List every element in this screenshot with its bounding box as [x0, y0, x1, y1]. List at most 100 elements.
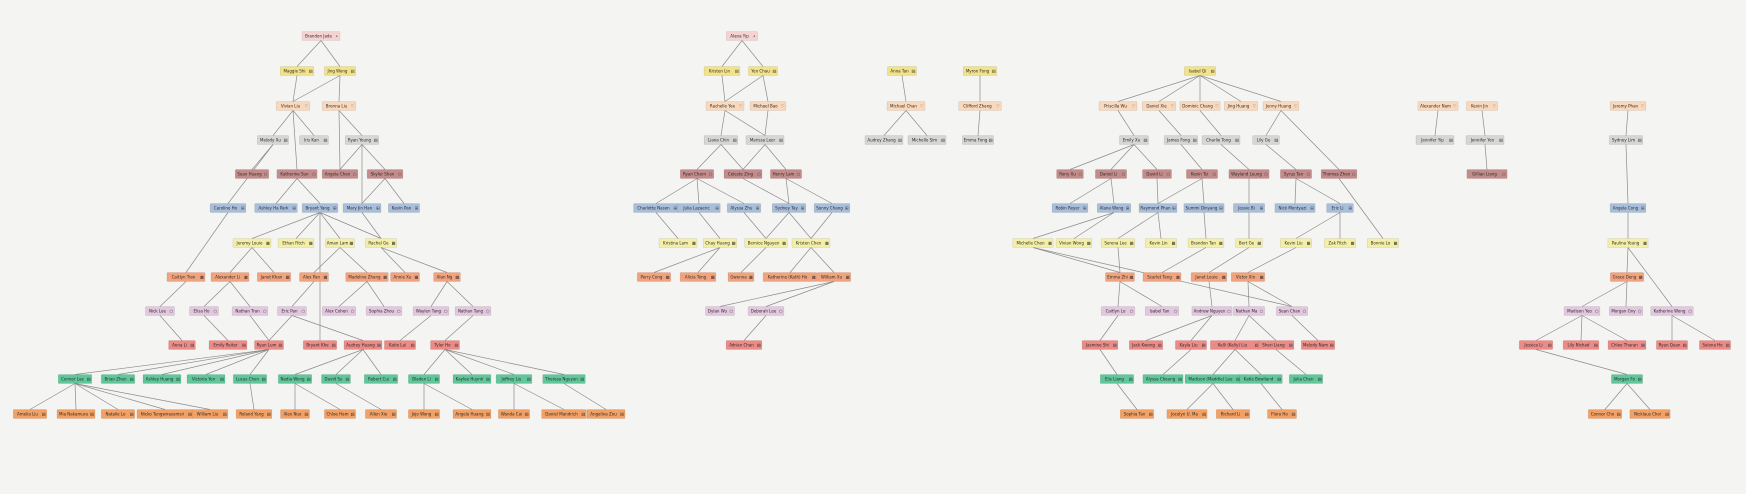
person-node[interactable]: Tyler Ho▤	[430, 340, 460, 350]
person-node[interactable]: Myron Fong▤	[962, 66, 998, 76]
person-node[interactable]: Audrey Zhang▤	[864, 135, 904, 145]
person-node[interactable]: Nathan Tang○	[454, 306, 492, 316]
person-node[interactable]: Jenny Huang♡	[1262, 101, 1300, 111]
person-node[interactable]: Adrian Chan▤	[725, 340, 763, 350]
person-node[interactable]: Michelle Chen▦	[1012, 238, 1054, 248]
person-node[interactable]: Chloe Ham▤	[324, 409, 356, 419]
person-node[interactable]: Kristina Lam▦	[658, 238, 698, 248]
person-node[interactable]: Alan Ng▦	[433, 272, 461, 282]
person-node[interactable]: Amelia Liu▤	[12, 409, 48, 419]
person-node[interactable]: Gwenna▦	[727, 272, 755, 282]
person-node[interactable]: Deborah Lee○	[747, 306, 785, 316]
person-node[interactable]: Perry Cong▦	[636, 272, 672, 282]
person-node[interactable]: Eric Li⊞	[1326, 203, 1354, 213]
person-node[interactable]: Michael Bao♡	[749, 101, 787, 111]
person-node[interactable]: Katherine Sun○	[276, 169, 318, 179]
person-node[interactable]: Angela Huang▤	[452, 409, 492, 419]
person-node[interactable]: Skyler Shan○	[366, 169, 404, 179]
person-node[interactable]: Charlotte Nason⊞	[633, 203, 679, 213]
person-node[interactable]: Kevin Tsi○	[1186, 169, 1218, 179]
person-node[interactable]: Morgan Gny○	[1608, 306, 1644, 316]
person-node[interactable]: Emma Zhi▦	[1105, 272, 1135, 282]
person-node[interactable]: Rony Xu○	[1056, 169, 1084, 179]
person-node[interactable]: Janet Louie▦	[1190, 272, 1228, 282]
person-node[interactable]: Alicia Tong▦	[679, 272, 717, 282]
person-node[interactable]: Brandon Jada⌕	[301, 31, 341, 41]
person-node[interactable]: Daniel Xie♡	[1141, 101, 1177, 111]
person-node[interactable]: Daniel Li○	[1095, 169, 1127, 179]
person-node[interactable]: Bryant Yang⊞	[301, 203, 339, 213]
person-node[interactable]: Michelle Sim▤	[907, 135, 947, 145]
person-node[interactable]: Zak Fitch▦	[1324, 238, 1356, 248]
person-node[interactable]: Iris Kan▤	[299, 135, 329, 145]
person-node[interactable]: Ryan Chern○	[679, 169, 715, 179]
person-node[interactable]: Audrey Huang▤	[343, 340, 383, 350]
person-node[interactable]: Dominic Chang♡	[1179, 101, 1221, 111]
person-node[interactable]: Jeremy Louie▦	[232, 238, 272, 248]
person-node[interactable]: Dylan Wu○	[705, 306, 735, 316]
person-node[interactable]: Chloe Tharan▤	[1607, 340, 1647, 350]
person-node[interactable]: Jing Huang♡	[1223, 101, 1259, 111]
person-node[interactable]: Nathan Tran○	[231, 306, 269, 316]
person-node[interactable]: Victor Xin▦	[1230, 272, 1266, 282]
person-node[interactable]: Angela Chen○	[321, 169, 359, 179]
person-node[interactable]: Jennifer Yen▤	[1465, 135, 1505, 145]
person-node[interactable]: Maggie Shi▤	[279, 66, 315, 76]
person-node[interactable]: Caroline Ho⊞	[209, 203, 247, 213]
person-node[interactable]: Sophia Zhou○	[365, 306, 403, 316]
person-node[interactable]: Janet Khan▦	[256, 272, 292, 282]
person-node[interactable]: Anna Tan▤	[887, 66, 917, 76]
person-node[interactable]: Kevin Liu▦	[1280, 238, 1312, 248]
person-node[interactable]: Connor Cho▤	[1587, 409, 1623, 419]
person-node[interactable]: Serena Lee▦	[1100, 238, 1136, 248]
person-node[interactable]: Alexander Li▦	[210, 272, 250, 282]
person-node[interactable]: Victoria Yen▤	[186, 374, 226, 384]
person-node[interactable]: Ryan Young▤	[344, 135, 380, 145]
person-node[interactable]: Celeste Zing○	[723, 169, 763, 179]
person-node[interactable]: Sophia Tan▤	[1119, 409, 1155, 419]
person-node[interactable]: Katie Bowlland▤	[1239, 374, 1283, 384]
person-node[interactable]: Chay Huang▦	[702, 238, 738, 248]
person-node[interactable]: Caitlyn Tran▦	[166, 272, 206, 282]
person-node[interactable]: Bert Ge▦	[1235, 238, 1263, 248]
person-node[interactable]: Sean Chan○	[1276, 306, 1308, 316]
person-node[interactable]: Sean Huang○	[234, 169, 270, 179]
person-node[interactable]: Michael Chan♡	[886, 101, 926, 111]
person-node[interactable]: Madeline Zhang▦	[345, 272, 389, 282]
person-node[interactable]: Alex Cohen○	[321, 306, 357, 316]
person-node[interactable]: Clifford Zhang♡	[958, 101, 1002, 111]
person-node[interactable]: Caitlyn Lo○	[1100, 306, 1136, 316]
person-node[interactable]: Connor Lee▤	[57, 374, 93, 384]
person-node[interactable]: Alexander Nam♡	[1417, 101, 1459, 111]
person-node[interactable]: Wanda Cai▤	[498, 409, 530, 419]
person-node[interactable]: Flora Ho▤	[1267, 409, 1297, 419]
person-node[interactable]: Paulina Yeung▦	[1607, 238, 1649, 248]
person-node[interactable]: Julia Lazaeric⊞	[677, 203, 721, 213]
person-node[interactable]: Julia Chen▤	[1288, 374, 1324, 384]
person-node[interactable]: Elis Liang▤	[1099, 374, 1135, 384]
person-node[interactable]: Annie Xu▦	[390, 272, 420, 282]
person-node[interactable]: James Fong▤	[1163, 135, 1199, 145]
person-node[interactable]: Waylen Tang○	[412, 306, 450, 316]
person-node[interactable]: Nadia Wong▤	[277, 374, 313, 384]
person-node[interactable]: Jing Wong▤	[324, 66, 356, 76]
person-node[interactable]: Emily Xu▤	[1119, 135, 1149, 145]
person-node[interactable]: Rachelle Yee♡	[705, 101, 745, 111]
person-node[interactable]: Alana Wong⊞	[1096, 203, 1132, 213]
person-node[interactable]: Robin Reyer⊞	[1051, 203, 1089, 213]
person-node[interactable]: Lily Nichad▤	[1562, 340, 1600, 350]
person-node[interactable]: Natalie Lo▤	[100, 409, 136, 419]
person-node[interactable]: Melody Nam▤	[1300, 340, 1336, 350]
person-node[interactable]: Katie Lai▤	[384, 340, 416, 350]
person-node[interactable]: Madison (Maddie) Lee▤	[1184, 374, 1242, 384]
person-node[interactable]: Bernice Nguyen▦	[744, 238, 788, 248]
person-node[interactable]: Mary Jin Han⊞	[342, 203, 382, 213]
person-node[interactable]: Jeffrey Liu▤	[495, 374, 533, 384]
person-node[interactable]: Charlie Tong▤	[1201, 135, 1241, 145]
person-node[interactable]: Katherine Wong○	[1650, 306, 1694, 316]
person-node[interactable]: Wayland Leung○	[1228, 169, 1270, 179]
person-node[interactable]: David Li○	[1142, 169, 1172, 179]
person-node[interactable]: Kevin Lin▦	[1145, 238, 1177, 248]
person-node[interactable]: Kevin Jin♡	[1466, 101, 1498, 111]
person-node[interactable]: Rachel Ge▦	[365, 238, 397, 248]
